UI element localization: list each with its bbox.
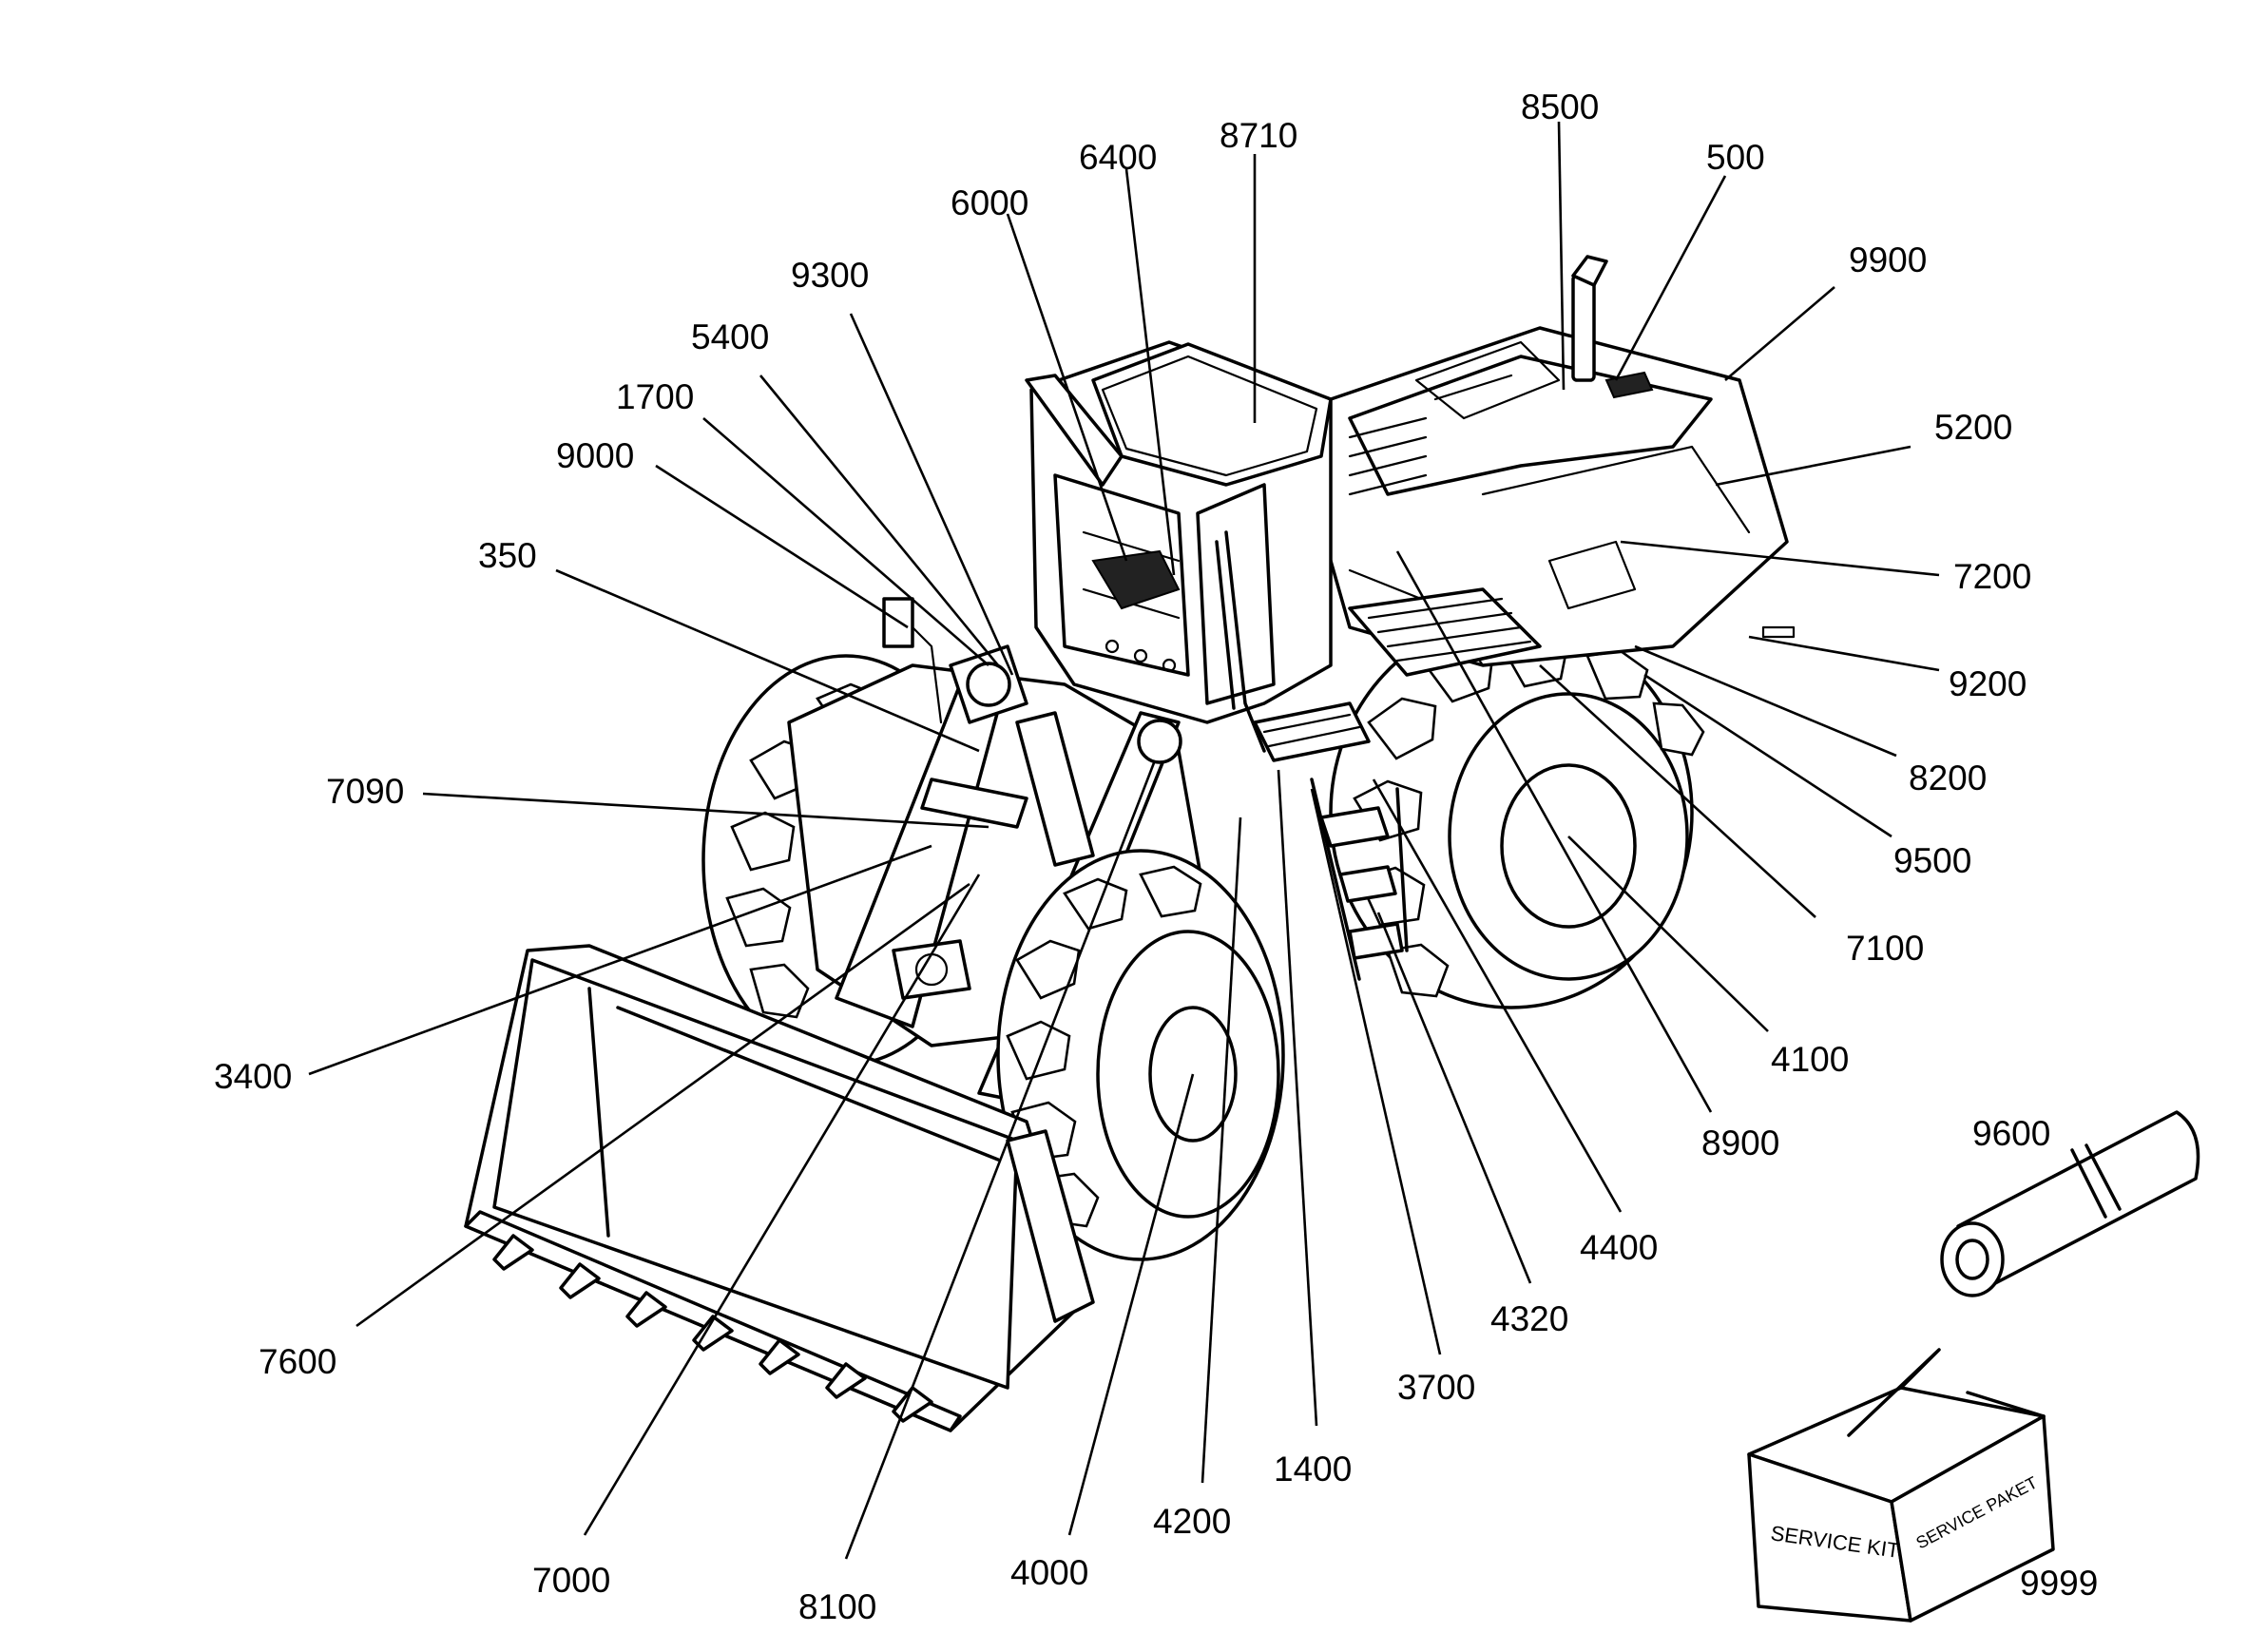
callout-7200: 7200 (1953, 557, 2031, 596)
callout-500: 500 (1706, 138, 1765, 177)
callout-4400: 4400 (1580, 1228, 1658, 1267)
callout-8710: 8710 (1220, 116, 1297, 155)
wheel-loader-illustration (464, 255, 2200, 1623)
callout-4200: 4200 (1153, 1502, 1231, 1541)
front-bucket (464, 944, 1095, 1432)
rear-right-tire (1329, 616, 1705, 1009)
leader-8900 (1395, 550, 1713, 1113)
leader-8500 (1557, 121, 1566, 391)
callout-6000: 6000 (951, 183, 1028, 222)
leader-7000 (583, 874, 981, 1536)
callout-3700: 3700 (1397, 1368, 1475, 1407)
callout-9600: 9600 (1972, 1114, 2050, 1153)
callout-9500: 9500 (1893, 841, 1971, 880)
operator-cab (1025, 340, 1333, 753)
callout-9300: 9300 (791, 256, 869, 295)
callout-labels: 8500 500 8710 6400 6000 9900 9300 5400 1… (214, 87, 2098, 1626)
leader-9300 (849, 313, 1014, 676)
callout-9000: 9000 (556, 436, 634, 475)
leader-3700 (1310, 788, 1442, 1355)
leader-1700 (702, 417, 989, 666)
leader-4000 (1067, 1073, 1195, 1536)
leader-500 (1614, 175, 1727, 381)
leader-9200 (1748, 635, 1940, 672)
callout-7090: 7090 (326, 772, 404, 811)
leader-1400 (1277, 769, 1318, 1427)
callout-9200: 9200 (1949, 664, 2027, 703)
callout-350: 350 (478, 536, 537, 575)
leader-4320 (1376, 912, 1532, 1284)
leader-9900 (1724, 286, 1835, 381)
callout-7100: 7100 (1846, 929, 1924, 968)
leader-7600 (355, 882, 970, 1328)
callout-5400: 5400 (691, 317, 769, 356)
leader-350 (555, 568, 980, 753)
callout-6400: 6400 (1079, 138, 1157, 177)
service-kit-box-illustration (1747, 1348, 2055, 1623)
callout-5200: 5200 (1934, 408, 2012, 447)
callout-7000: 7000 (532, 1561, 610, 1600)
document-roll-illustration (1940, 1110, 2200, 1297)
leader-6400 (1124, 168, 1176, 576)
callout-8200: 8200 (1909, 759, 1987, 797)
leader-3400 (308, 844, 932, 1076)
callout-8100: 8100 (798, 1587, 876, 1626)
callout-4320: 4320 (1490, 1299, 1568, 1338)
callout-8900: 8900 (1701, 1124, 1779, 1162)
callout-3400: 3400 (214, 1057, 292, 1096)
leader-5200 (1715, 445, 1912, 487)
leader-5400 (759, 375, 1000, 666)
leader-9500 (1643, 673, 1892, 838)
callout-9900: 9900 (1849, 240, 1927, 279)
callout-4100: 4100 (1771, 1040, 1849, 1079)
leader-lines (308, 121, 1940, 1560)
callout-8500: 8500 (1521, 87, 1599, 126)
rear-body-engine-hood (1310, 255, 1796, 677)
callout-1700: 1700 (616, 377, 694, 416)
leader-4200 (1201, 816, 1242, 1484)
callout-4000: 4000 (1010, 1553, 1088, 1592)
leader-7100 (1539, 664, 1816, 918)
leader-7090 (422, 792, 989, 829)
leader-7200 (1620, 540, 1940, 577)
leader-4400 (1372, 778, 1623, 1213)
callout-7600: 7600 (259, 1342, 336, 1381)
leader-6000 (1006, 213, 1128, 562)
leader-4100 (1567, 836, 1769, 1032)
leader-8200 (1634, 644, 1897, 758)
callout-1400: 1400 (1274, 1450, 1352, 1489)
access-steps (1253, 701, 1409, 981)
callout-9999: 9999 (2020, 1564, 2098, 1603)
leader-8100 (844, 759, 1157, 1560)
leader-9000 (655, 464, 909, 629)
